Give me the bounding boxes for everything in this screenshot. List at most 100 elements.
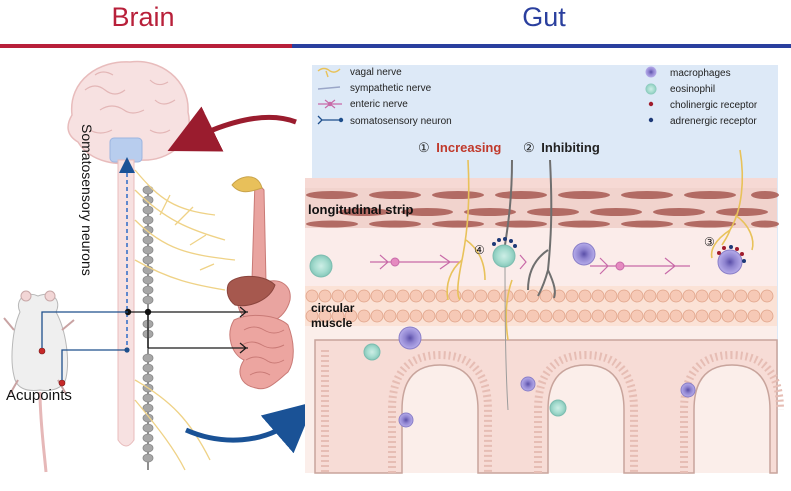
eosinophil-cell-3: [492, 244, 516, 268]
acupoint-1[interactable]: [38, 347, 46, 355]
circular-muscle-cell: [643, 309, 657, 323]
wire-node: [124, 347, 130, 353]
circular-muscle-cell: [643, 289, 657, 303]
circular-muscle-cell: [695, 289, 709, 303]
legend-right: macrophages eosinophil cholinergic recep…: [645, 66, 758, 127]
circular-muscle-cell: [708, 309, 722, 323]
somatosensory-neuron-icon: [317, 115, 340, 125]
circular-muscle-cell: [695, 309, 709, 323]
circular-muscle-cell: [331, 309, 345, 323]
circular-muscle-cell: [578, 309, 592, 323]
receptors-macrophage: [717, 245, 746, 263]
circular-muscle-cell: [747, 309, 761, 323]
circular-muscle-cell: [526, 309, 540, 323]
somatosensory-neurons-label: Somatosensory neurons: [79, 124, 95, 276]
circular-muscle-cell: [591, 289, 605, 303]
legend-item-vagal-nerve: vagal nerve: [350, 67, 402, 78]
sympathetic-fiber-deep: [504, 254, 509, 411]
circular-muscle-cell: [396, 309, 410, 323]
macrophages-icon: [645, 66, 657, 78]
circular-muscle-cell: [630, 289, 644, 303]
circular-muscle-cell: [370, 289, 384, 303]
digestive-organs: [226, 176, 294, 390]
inhibiting-number: ②: [523, 140, 535, 155]
circular-muscle-cell: [604, 289, 618, 303]
circular-muscle-cell: [487, 289, 501, 303]
circular-muscle-cell: [708, 289, 722, 303]
circular-muscle-cell: [513, 289, 527, 303]
circular-muscle-cell: [357, 289, 371, 303]
circular-muscle-cell: [539, 309, 553, 323]
macrophage-cell-5: [680, 382, 696, 398]
circular-muscle-cell: [565, 289, 579, 303]
brain-to-gut-arrow: [184, 401, 315, 454]
legend-item-macrophages: macrophages: [670, 68, 731, 79]
circular-muscle-cell: [318, 309, 332, 323]
circular-muscle-cell: [617, 309, 631, 323]
eosinophil-cell-4: [549, 399, 567, 417]
vagal-nerve-branches: [134, 169, 236, 471]
longitudinal-strip-label: longitudinal strip: [308, 202, 413, 217]
epithelium-villi: [314, 339, 778, 474]
circular-muscle-cell: [409, 289, 423, 303]
circular-muscle-label-1: circular: [311, 301, 355, 315]
gut-header-bar: [292, 44, 791, 48]
macrophage-cell-1: [398, 326, 422, 350]
serosa-layer: [305, 178, 777, 188]
legend-item-sympathetic-nerve: sympathetic nerve: [350, 83, 432, 94]
circular-muscle-cell: [357, 309, 371, 323]
circular-muscle-cell: [318, 289, 332, 303]
inhibiting-annotation: ② Inhibiting: [523, 140, 600, 155]
eosinophil-cell-2: [363, 343, 381, 361]
circular-muscle-cell: [591, 309, 605, 323]
inhibiting-label: Inhibiting: [541, 140, 600, 155]
circular-muscle-cell: [370, 309, 384, 323]
circular-muscle-cell: [513, 309, 527, 323]
circular-muscle-cell: [409, 309, 423, 323]
macrophage-cell-4: [520, 376, 536, 392]
acupoint-2[interactable]: [58, 379, 66, 387]
eosinophil-icon: [645, 83, 657, 95]
circular-muscle-cell: [344, 289, 358, 303]
circular-muscle-cell: [383, 289, 397, 303]
circular-muscle-cell: [604, 309, 618, 323]
circular-muscle-cell: [461, 309, 475, 323]
circular-muscle-cell: [656, 309, 670, 323]
circular-muscle-cell: [721, 289, 735, 303]
circular-muscle-cell: [552, 289, 566, 303]
circular-muscle-cell: [435, 309, 449, 323]
circular-muscle-cell: [305, 309, 319, 323]
circular-muscle-cell: [461, 289, 475, 303]
enteric-neuron-1: [390, 257, 400, 267]
adrenergic-receptor-icon: [648, 117, 654, 123]
gut-to-brain-arrow: [167, 106, 297, 152]
legend-left: vagal nerve sympathetic nerve enteric ne…: [317, 67, 452, 127]
circular-muscle-cell: [734, 289, 748, 303]
circular-muscle-cell: [487, 309, 501, 323]
legend-item-enteric-nerve: enteric nerve: [350, 99, 408, 110]
circular-muscle-cell: [682, 309, 696, 323]
circular-muscle-cell: [682, 289, 696, 303]
circular-muscle-cell: [474, 289, 488, 303]
circular-muscle-cell: [344, 309, 358, 323]
circular-muscle-cell: [305, 289, 319, 303]
nerve-node-2: [144, 308, 152, 316]
macrophage-cell-3: [717, 249, 743, 275]
legend-item-adrenergic-receptor: adrenergic receptor: [670, 116, 757, 127]
circular-muscle-cell: [578, 289, 592, 303]
circular-muscle-cell: [526, 289, 540, 303]
enteric-neurons: [370, 254, 690, 275]
circular-muscle-cell: [760, 289, 774, 303]
macrophage-cell-6: [398, 412, 414, 428]
rat-illustration: [3, 290, 75, 473]
circular-muscle-cell: [721, 309, 735, 323]
longitudinal-muscle: [305, 188, 779, 228]
increasing-label: Increasing: [436, 140, 501, 155]
circular-muscle-cell: [396, 289, 410, 303]
legend-item-cholinergic-receptor: cholinergic receptor: [670, 100, 758, 111]
brain-header: Brain: [111, 2, 174, 32]
marker-4-label: ④: [474, 243, 485, 257]
circular-muscle-cell: [435, 289, 449, 303]
circular-muscle-cell: [474, 309, 488, 323]
circular-muscle-cell: [539, 289, 553, 303]
